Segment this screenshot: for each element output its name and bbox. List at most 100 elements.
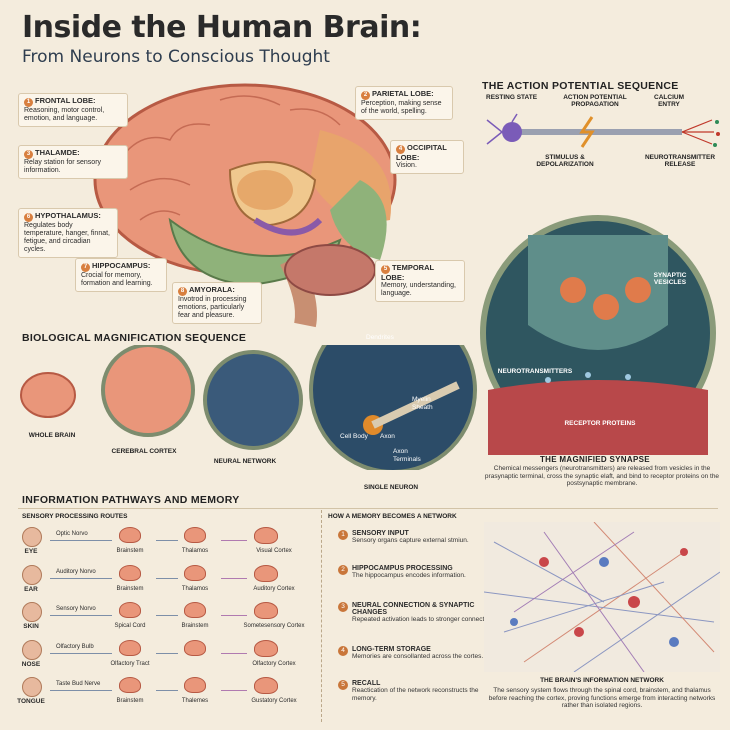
step-number: 5	[338, 680, 348, 690]
sense-organ-icon	[22, 527, 42, 547]
route-stage-c: Visual Cortex	[256, 548, 292, 554]
thalamus-icon	[184, 565, 206, 581]
memory-divider	[321, 510, 322, 722]
route-stage-a: Brainstem	[116, 548, 144, 554]
step-title: RECALL	[352, 680, 381, 687]
action-potential-title: THE ACTION POTENTIAL SEQUENCE	[482, 80, 679, 92]
sense-label: NOSE	[21, 661, 41, 668]
route-arrow	[156, 690, 178, 691]
step-title: LONG-TERM STORAGE	[352, 646, 431, 653]
cortex-icon	[254, 602, 278, 619]
route-stage-b: Thalamos	[181, 548, 209, 554]
step-text: Sensory organs capture external stmiun.	[352, 537, 469, 544]
route-arrow	[156, 615, 178, 616]
step-title: HIPPOCAMPUS PROCESSING	[352, 565, 453, 572]
thalamus-icon	[184, 602, 206, 618]
route-arrow	[156, 578, 178, 579]
step-text: Memories are consollanted across the cor…	[352, 653, 484, 660]
resting-state-label: RESTING STATE	[486, 94, 538, 101]
brainstem-icon	[119, 602, 141, 618]
route-arrow	[50, 615, 112, 616]
cell-body-label: Cell Body	[340, 433, 368, 440]
section-divider	[18, 508, 718, 509]
route-arrow	[221, 690, 247, 691]
sense-label: SKIN	[23, 623, 39, 630]
route-stage-c: Olfactory Cortex	[252, 661, 296, 667]
network-illustration	[484, 522, 720, 672]
sense-label: EYE	[24, 548, 38, 555]
receptor-proteins-label: RECEPTOR PROTEINS	[564, 420, 636, 427]
step-number: 3	[338, 602, 348, 612]
memory-title: HOW A MEMORY BECOMES A NETWORK	[328, 513, 457, 520]
cortex-icon	[254, 640, 278, 657]
page-title: Inside the Human Brain:	[22, 10, 422, 45]
cerebral-cortex-label: CEREBRAL CORTEX	[111, 448, 177, 455]
calcium-entry-label: CALCIUM ENTRY	[654, 94, 684, 108]
propagation-label: ACTION POTENTIAL PROPAGATION	[563, 94, 627, 108]
brain-illustration	[93, 83, 397, 328]
route-arrow	[221, 540, 247, 541]
route-stage-a: Spical Cord	[114, 623, 146, 629]
route-arrow	[50, 653, 112, 654]
magnification-diagram	[20, 345, 477, 470]
route-arrow	[50, 578, 112, 579]
step-title: NEURAL CONNECTION & SYNAPTIC CHANGES	[352, 602, 475, 616]
nerve-label: Optic Norvo	[56, 531, 88, 537]
route-stage-c: Auditory Cortex	[253, 586, 295, 592]
neural-network-label: NEURAL NETWORK	[213, 458, 277, 465]
route-arrow	[50, 690, 112, 691]
route-stage-b: Thalemes	[181, 698, 209, 704]
route-arrow	[221, 653, 247, 654]
magnification-title: BIOLOGICAL MAGNIFICATION SEQUENCE	[22, 332, 247, 344]
page-subtitle: From Neurons to Conscious Thought	[22, 47, 330, 67]
brainstem-icon	[119, 527, 141, 543]
pathways-title: INFORMATION PATHWAYS AND MEMORY	[22, 494, 240, 506]
dendrites-label: Dendrites	[366, 334, 394, 341]
neurotransmitters-label: NEUROTRANSMITTERS	[497, 368, 573, 375]
neurotransmitter-release-label: NEUROTRANSMITTER RELEASE	[644, 154, 716, 168]
route-stage-c: Gustatory Cortex	[251, 698, 297, 704]
synapse-illustration	[480, 215, 716, 455]
sense-organ-icon	[22, 565, 42, 585]
sense-organ-icon	[22, 640, 42, 660]
route-stage-b: Brainstem	[181, 623, 209, 629]
step-text: Repeated activation leads to stronger co…	[352, 616, 498, 623]
route-stage-c: Sometesensory Cortex	[243, 623, 305, 629]
route-stage-a: Brainstem	[116, 586, 144, 592]
step-number: 4	[338, 646, 348, 656]
brainstem-icon	[119, 677, 141, 693]
step-title: SENSORY INPUT	[352, 530, 409, 537]
route-arrow	[156, 540, 178, 541]
thalamus-icon	[184, 640, 206, 656]
route-arrow	[156, 653, 178, 654]
sense-label: TONGUE	[17, 698, 45, 705]
network-title: THE BRAIN'S INFORMATION NETWORK	[540, 677, 664, 684]
cortex-icon	[254, 677, 278, 694]
step-text: Reactication of the network reconstructs…	[352, 687, 479, 702]
step-text: The hippocampus encodes information.	[352, 572, 466, 579]
route-stage-b: Thalamos	[181, 586, 209, 592]
route-arrow	[221, 615, 247, 616]
route-stage-a: Olfactory Tract	[110, 661, 150, 667]
network-description: The sensory system flows through the spi…	[488, 687, 716, 709]
nerve-label: Auditory Norvo	[56, 569, 96, 575]
cortex-icon	[254, 565, 278, 582]
synapse-description: Chemical messengers (neurotransmitters) …	[484, 465, 720, 487]
